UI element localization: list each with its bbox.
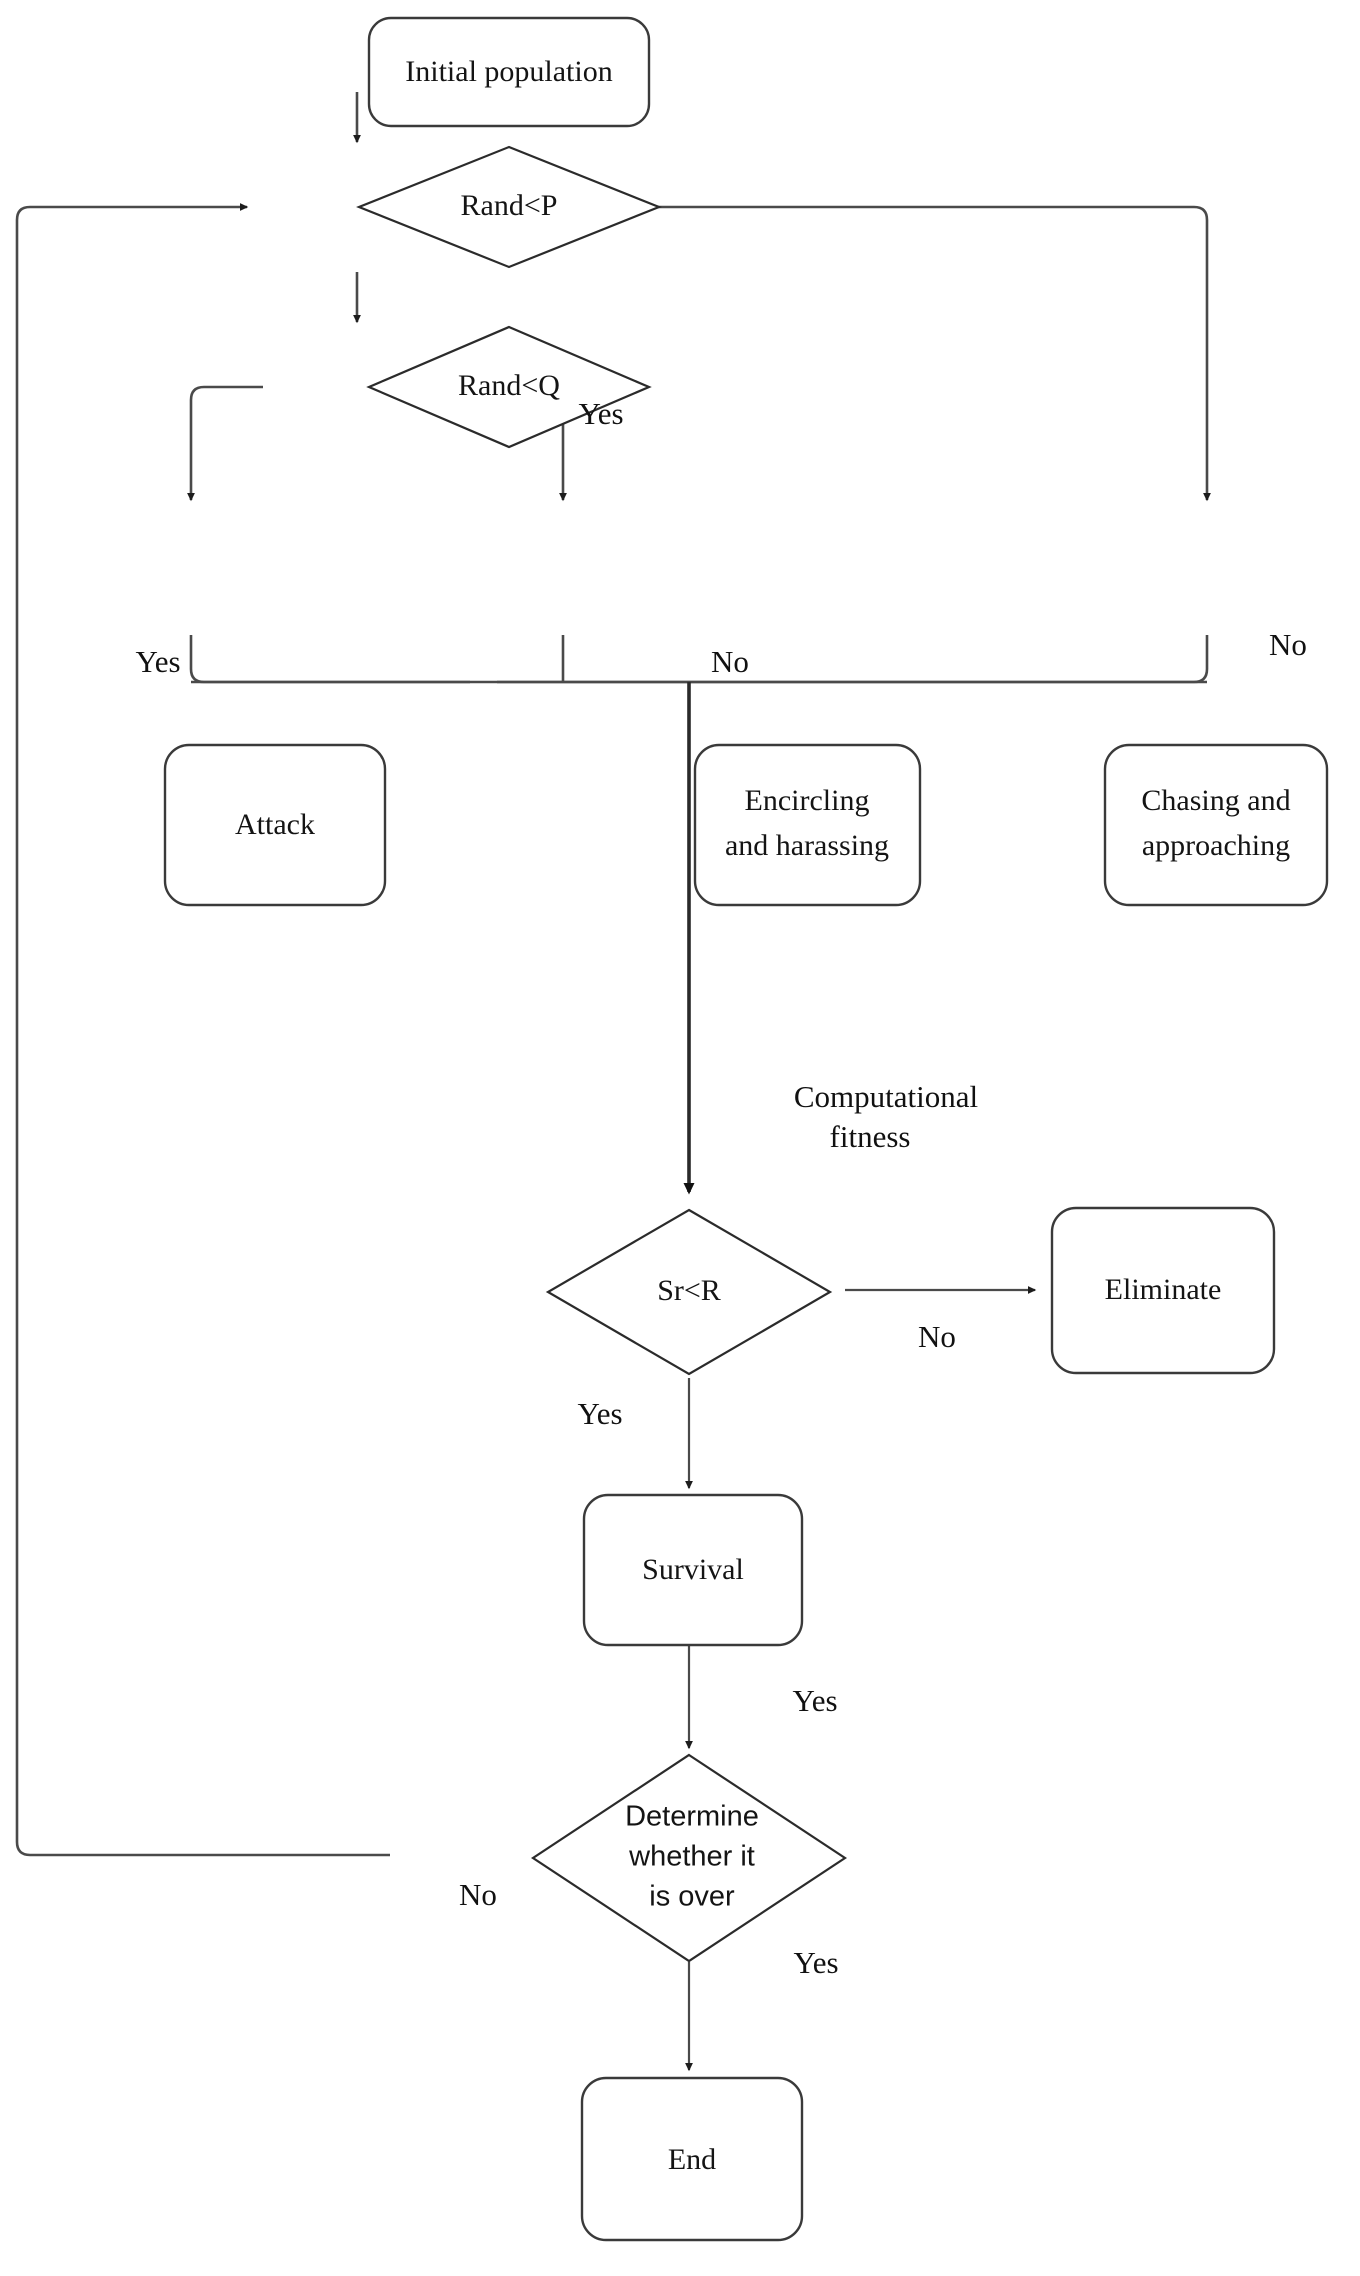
end-label: End — [668, 2143, 716, 2176]
encircling-label-line2: and harassing — [725, 829, 889, 862]
initial-population-box[interactable] — [367, 16, 651, 128]
edge-chasing-to-merge — [497, 635, 1209, 684]
edge-label-randq-no: No — [711, 644, 749, 679]
determine-label-line2: whether it — [628, 1841, 755, 1873]
node-rand-lt-q[interactable]: Rand<Q — [366, 325, 652, 449]
node-chasing-approaching[interactable]: Chasing and approaching — [1103, 743, 1329, 907]
node-determine-whether-over[interactable]: Determine whether it is over — [531, 1753, 847, 1963]
rand-lt-p-diamond[interactable] — [356, 145, 662, 269]
eliminate-box[interactable] — [1050, 1206, 1276, 1375]
node-encircling-harassing[interactable]: Encircling and harassing — [693, 743, 922, 907]
edge-label-randp-yes: Yes — [578, 396, 623, 431]
attack-box[interactable] — [163, 743, 387, 907]
node-sr-lt-r[interactable]: Sr<R — [545, 1208, 833, 1376]
edge-label-srr-no: No — [918, 1319, 956, 1354]
node-survival[interactable]: Survival — [582, 1493, 804, 1647]
rand-lt-p-label: Rand<P — [461, 189, 558, 222]
rand-lt-q-label: Rand<Q — [458, 369, 560, 402]
node-attack[interactable]: Attack — [163, 743, 387, 907]
edge-label-randq-yes: Yes — [135, 644, 180, 679]
determine-label-line3: is over — [649, 1881, 735, 1913]
node-eliminate[interactable]: Eliminate — [1050, 1206, 1276, 1375]
edge-label-srr-yes: Yes — [577, 1396, 622, 1431]
edge-randq-yes-to-attack — [187, 385, 263, 502]
end-box[interactable] — [580, 2076, 804, 2242]
encircling-box[interactable] — [693, 743, 922, 907]
node-rand-lt-p[interactable]: Rand<P — [356, 145, 662, 269]
chasing-label-line1: Chasing and — [1141, 784, 1290, 817]
attack-label: Attack — [235, 808, 315, 841]
edge-label-survival-yes: Yes — [792, 1683, 837, 1718]
rand-lt-q-diamond[interactable] — [366, 325, 652, 449]
sr-lt-r-diamond[interactable] — [545, 1208, 833, 1376]
chasing-label-line2: approaching — [1142, 829, 1290, 862]
edge-label-computational-fitness-line1: Computational — [794, 1079, 978, 1114]
eliminate-label: Eliminate — [1105, 1273, 1222, 1306]
survival-label: Survival — [642, 1553, 744, 1586]
sr-lt-r-label: Sr<R — [657, 1274, 721, 1307]
node-initial-population[interactable]: Initial population — [367, 16, 651, 128]
determine-label-line1: Determine — [625, 1801, 759, 1833]
initial-population-label: Initial population — [405, 55, 612, 88]
survival-box[interactable] — [582, 1493, 804, 1647]
edge-label-determine-no: No — [459, 1877, 497, 1912]
encircling-label-line1: Encircling — [745, 784, 870, 817]
edge-randp-no-to-chasing — [467, 205, 1211, 502]
determine-diamond[interactable] — [531, 1753, 847, 1963]
chasing-box[interactable] — [1103, 743, 1329, 907]
edge-attack-to-merge — [189, 635, 470, 684]
node-end[interactable]: End — [580, 2076, 804, 2242]
edge-label-computational-fitness-line2: fitness — [830, 1119, 911, 1154]
edge-label-determine-yes: Yes — [793, 1945, 838, 1980]
edge-label-randp-no: No — [1269, 627, 1307, 662]
edge-determine-no-loopback — [15, 203, 390, 1857]
